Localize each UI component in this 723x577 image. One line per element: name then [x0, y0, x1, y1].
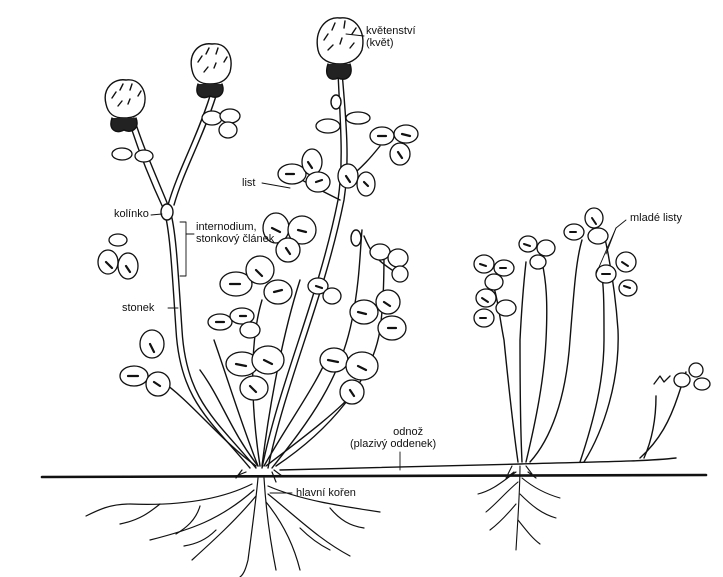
leaves-main — [98, 109, 418, 404]
label-stem: stonek — [122, 302, 154, 314]
ground-line — [42, 475, 706, 477]
label-stolon-line2: (plazivý oddenek) — [350, 438, 436, 450]
young-leaves-right — [474, 208, 710, 390]
label-young-leaves: mladé listy — [630, 212, 682, 224]
label-taproot: hlavní kořen — [296, 487, 356, 499]
label-node: kolínko — [114, 208, 149, 220]
bracket-internode — [180, 222, 186, 276]
label-stolon: odnož (plazivý oddenek) — [350, 426, 436, 450]
flower-head-left — [105, 80, 145, 132]
label-inflorescence-line2: (květ) — [366, 37, 416, 49]
label-inflorescence-line1: květenství — [366, 25, 416, 37]
leader-node — [151, 214, 162, 215]
label-internode: internodium, stonkový článek — [196, 221, 274, 245]
leader-leaf — [262, 183, 290, 188]
stolon-roots — [478, 466, 560, 550]
label-inflorescence: květenství (květ) — [366, 25, 416, 49]
leader-young-leaves-1 — [606, 220, 626, 254]
flower-head-top — [317, 18, 363, 79]
flower-head-middle — [191, 44, 231, 98]
label-internode-line1: internodium, — [196, 221, 274, 233]
leader-lines — [151, 34, 626, 493]
label-internode-line2: stonkový článek — [196, 233, 274, 245]
label-stolon-line1: odnož — [350, 426, 436, 438]
label-leaf: list — [242, 177, 255, 189]
